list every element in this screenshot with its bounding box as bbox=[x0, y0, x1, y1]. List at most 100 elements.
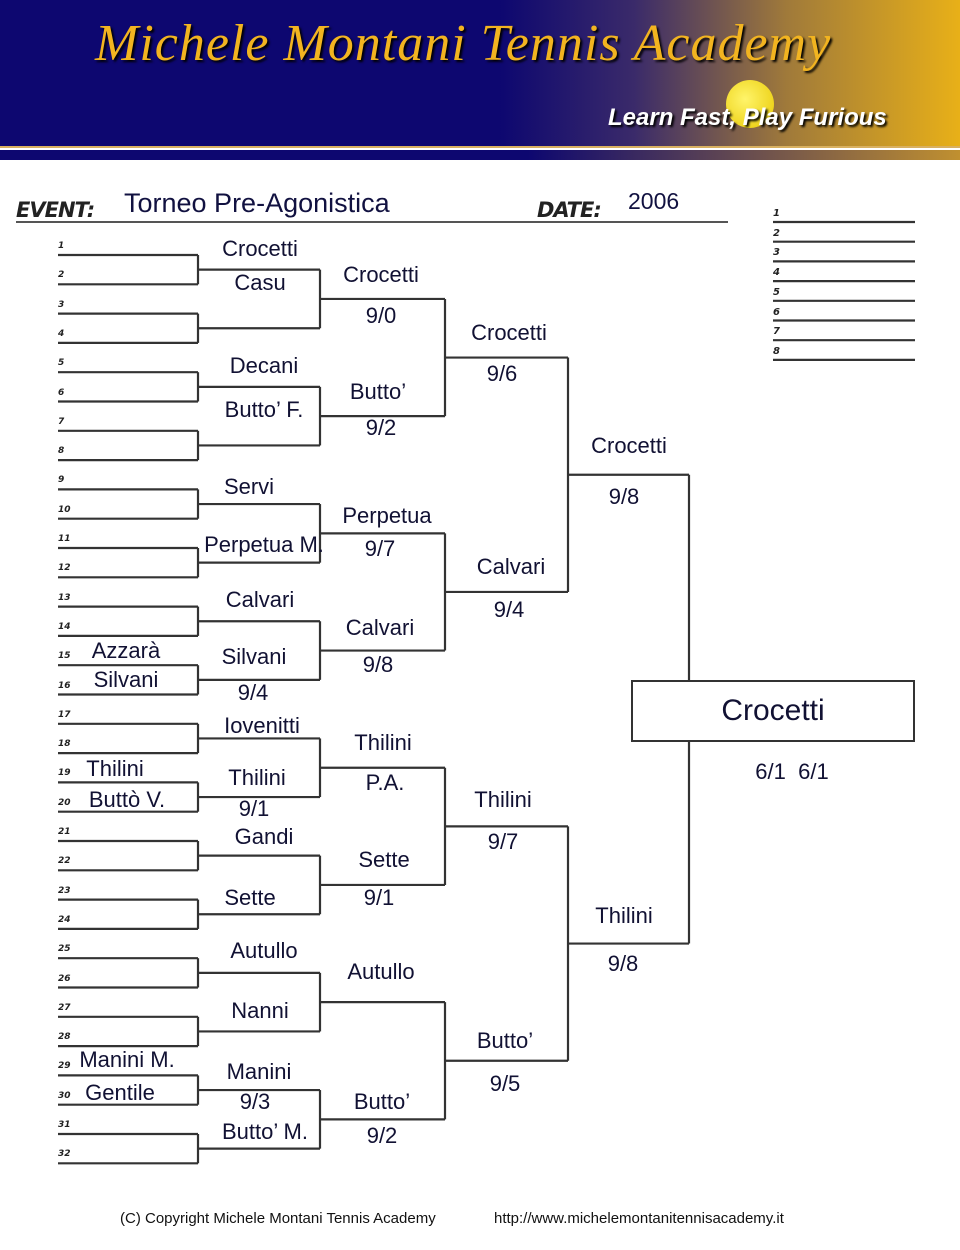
event-label: EVENT: bbox=[16, 198, 95, 222]
r2-name: Sette bbox=[224, 885, 276, 910]
r3-name: Crocetti bbox=[343, 262, 419, 287]
event-value: Torneo Pre-Agonistica bbox=[124, 188, 390, 218]
ranking-number: 5 bbox=[773, 286, 780, 298]
slot-number: 24 bbox=[58, 914, 71, 925]
slot-number: 16 bbox=[58, 680, 71, 691]
slot-number: 26 bbox=[58, 973, 71, 984]
slot-number: 8 bbox=[58, 446, 65, 457]
r1-name: Buttò V. bbox=[88, 787, 166, 812]
r3-score: 9/8 bbox=[362, 652, 394, 677]
r4-score: 9/6 bbox=[486, 361, 518, 386]
slogan: Learn Fast, Play Furious bbox=[608, 104, 887, 131]
champion-name: Crocetti bbox=[721, 694, 825, 727]
ranking-number: 8 bbox=[773, 345, 780, 357]
r3-name: Autullo bbox=[347, 959, 415, 984]
r4-name: Thilini bbox=[474, 787, 532, 812]
copyright-text: (C) Copyright Michele Montani Tennis Aca… bbox=[120, 1210, 436, 1227]
ranking-number: 1 bbox=[773, 208, 780, 219]
slot-number: 28 bbox=[58, 1032, 71, 1043]
r2-name: Autullo bbox=[230, 938, 298, 963]
r2-name: Manini bbox=[226, 1059, 292, 1084]
r4-score: 9/7 bbox=[487, 829, 519, 854]
r5-score: 9/8 bbox=[608, 484, 640, 509]
r3-name: P.A. bbox=[365, 770, 405, 795]
r3-score: 9/1 bbox=[363, 885, 395, 910]
date-value: 2006 bbox=[628, 188, 680, 214]
r2-score: 9/4 bbox=[237, 680, 269, 705]
header-banner bbox=[0, 0, 960, 148]
slot-number: 32 bbox=[58, 1149, 71, 1160]
slot-number: 21 bbox=[58, 827, 71, 837]
r2-name: Gandi bbox=[234, 824, 294, 849]
ranking-number: 4 bbox=[773, 267, 780, 279]
slot-number: 29 bbox=[58, 1061, 71, 1072]
r2-name: Silvani bbox=[221, 644, 287, 669]
slot-number: 25 bbox=[58, 944, 71, 955]
r5-name: Crocetti bbox=[591, 433, 667, 458]
date-label: DATE: bbox=[537, 198, 602, 222]
r4-name: Crocetti bbox=[471, 320, 547, 345]
slot-number: 14 bbox=[58, 621, 71, 632]
ranking-number: 6 bbox=[773, 306, 780, 318]
final-score: 6/1 6/1 bbox=[755, 759, 829, 784]
r3-score: 9/2 bbox=[365, 415, 397, 440]
slot-number: 22 bbox=[58, 856, 71, 867]
slot-number: 17 bbox=[58, 709, 71, 720]
slot-number: 13 bbox=[58, 592, 71, 603]
slot-number: 18 bbox=[58, 739, 71, 750]
header-divider bbox=[0, 150, 960, 160]
r2-name: Casu bbox=[234, 270, 286, 295]
tennis-ball-icon bbox=[726, 80, 774, 128]
slot-number: 27 bbox=[58, 1002, 71, 1013]
r2-score: 9/1 bbox=[238, 796, 270, 821]
r1-name: Azzarà bbox=[91, 638, 161, 663]
r1-name: Gentile bbox=[85, 1080, 155, 1105]
r3-score: 9/7 bbox=[364, 536, 396, 561]
slot-number: 1 bbox=[58, 241, 65, 251]
ranking-number: 2 bbox=[773, 227, 780, 239]
r2-name: Crocetti bbox=[222, 236, 298, 261]
r5-score: 9/8 bbox=[607, 951, 639, 976]
r4-name: Butto’ bbox=[476, 1028, 534, 1053]
r3-score: 9/0 bbox=[365, 303, 397, 328]
slot-number: 12 bbox=[58, 563, 71, 574]
slot-number: 4 bbox=[58, 328, 65, 339]
slot-number: 15 bbox=[58, 651, 71, 662]
r3-name: Perpetua bbox=[342, 503, 432, 528]
slot-number: 7 bbox=[58, 416, 65, 427]
r1-name: Thilini bbox=[86, 756, 144, 781]
event-underline bbox=[16, 221, 728, 223]
ranking-number: 7 bbox=[773, 326, 780, 338]
slot-number: 23 bbox=[58, 885, 71, 896]
r4-score: 9/4 bbox=[493, 597, 525, 622]
slot-number: 11 bbox=[58, 534, 71, 544]
r2-score: 9/3 bbox=[239, 1089, 271, 1114]
slot-number: 10 bbox=[58, 504, 71, 515]
slot-number: 30 bbox=[58, 1090, 71, 1101]
header-divider-line bbox=[0, 146, 960, 148]
r3-name: Thilini bbox=[354, 730, 412, 755]
slot-number: 19 bbox=[58, 768, 71, 779]
r2-name: Thilini bbox=[228, 765, 286, 790]
academy-title: Michele Montani Tennis Academy bbox=[95, 15, 832, 72]
r5-name: Thilini bbox=[595, 903, 653, 928]
r3-score: 9/2 bbox=[366, 1123, 398, 1148]
slot-number: 3 bbox=[58, 299, 65, 310]
r2-name: Butto’ M. bbox=[222, 1119, 308, 1144]
ranking-number: 3 bbox=[773, 247, 780, 259]
website-url[interactable]: http://www.michelemontanitennisacademy.i… bbox=[494, 1210, 784, 1227]
r2-name: Perpetua M. bbox=[204, 532, 324, 557]
r2-name: Servi bbox=[223, 474, 275, 499]
r2-name: Nanni bbox=[231, 998, 289, 1023]
r2-name: Decani bbox=[229, 353, 299, 378]
r4-score: 9/5 bbox=[489, 1071, 521, 1096]
r3-name: Butto’ bbox=[353, 1089, 411, 1114]
slot-number: 2 bbox=[58, 270, 65, 281]
r1-name: Manini M. bbox=[79, 1047, 175, 1072]
r3-name: Calvari bbox=[345, 615, 415, 640]
r1-name: Silvani bbox=[93, 667, 159, 692]
slot-number: 9 bbox=[58, 475, 65, 486]
champion-box: Crocetti bbox=[631, 680, 915, 742]
slot-number: 5 bbox=[58, 358, 65, 369]
